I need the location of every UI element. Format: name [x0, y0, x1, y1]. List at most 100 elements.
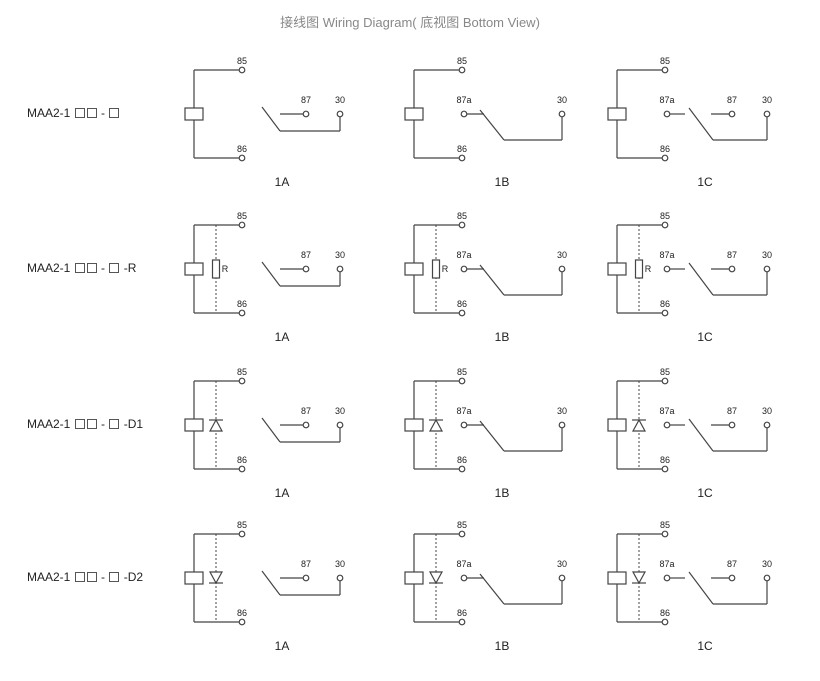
terminal-86: [661, 465, 669, 473]
terminal-87a-label: 87a: [659, 406, 674, 416]
code-placeholder-box: [86, 572, 97, 582]
code-placeholder-box: [74, 419, 85, 429]
code-placeholder-box: [109, 419, 120, 429]
terminal-87a: [663, 574, 671, 582]
model-prefix: MAA2-1: [27, 417, 71, 431]
terminal-85: [661, 66, 669, 74]
terminal-87a: [460, 574, 468, 582]
terminal-85: [661, 377, 669, 385]
circuit-caption: 1A: [275, 175, 290, 189]
terminal-30: [763, 421, 771, 429]
terminal-85-label: 85: [457, 211, 467, 221]
terminal-86: [661, 309, 669, 317]
model-separator: -: [97, 106, 109, 120]
resistor-label: R: [645, 264, 652, 274]
terminal-30: [558, 110, 566, 118]
circuit-caption: 1B: [495, 330, 510, 344]
coil-symbol: [607, 418, 627, 432]
terminal-85: [238, 377, 246, 385]
terminal-30: [558, 421, 566, 429]
model-separator: -: [97, 417, 109, 431]
code-placeholder-box: [74, 572, 85, 582]
model-suffix: -D1: [120, 417, 144, 431]
circuit-caption: 1C: [697, 330, 713, 344]
terminal-87: [302, 265, 310, 273]
coil-symbol: [607, 262, 627, 276]
coil-symbol: [607, 571, 627, 585]
code-placeholder-box: [109, 572, 120, 582]
terminal-87: [728, 265, 736, 273]
terminal-30-label: 30: [762, 406, 772, 416]
terminal-87a-label: 87a: [659, 559, 674, 569]
model-label: MAA2-1 - -D2: [27, 570, 143, 584]
circuit-caption: 1B: [495, 486, 510, 500]
code-placeholder-box: [74, 108, 85, 118]
terminal-30-label: 30: [557, 250, 567, 260]
switch-arm: [688, 262, 714, 296]
terminal-87a: [460, 265, 468, 273]
terminal-85-label: 85: [237, 56, 247, 66]
switch-arm: [479, 109, 505, 141]
coil-symbol: [607, 107, 627, 121]
switch-arm: [688, 571, 714, 605]
terminal-85: [458, 530, 466, 538]
terminal-30-label: 30: [557, 406, 567, 416]
terminal-30: [336, 421, 344, 429]
model-suffix: -R: [120, 261, 137, 275]
terminal-87a-label: 87a: [456, 559, 471, 569]
terminal-87-label: 87: [727, 95, 737, 105]
diode-symbol: [208, 571, 224, 585]
terminal-30-label: 30: [335, 95, 345, 105]
model-label: MAA2-1 - -R: [27, 261, 136, 275]
terminal-85-label: 85: [660, 520, 670, 530]
circuit-caption: 1A: [275, 330, 290, 344]
terminal-87a-label: 87a: [456, 250, 471, 260]
terminal-30-label: 30: [335, 250, 345, 260]
terminal-85: [661, 221, 669, 229]
terminal-86-label: 86: [660, 144, 670, 154]
coil-symbol: [404, 107, 424, 121]
terminal-86: [458, 309, 466, 317]
model-separator: -: [97, 261, 109, 275]
terminal-86-label: 86: [660, 455, 670, 465]
terminal-87a: [663, 265, 671, 273]
coil-symbol: [184, 571, 204, 585]
terminal-86-label: 86: [660, 299, 670, 309]
terminal-30-label: 30: [335, 406, 345, 416]
switch-arm: [479, 264, 505, 296]
terminal-86: [458, 465, 466, 473]
terminal-87-label: 87: [301, 95, 311, 105]
coil-symbol: [184, 262, 204, 276]
terminal-87-label: 87: [301, 250, 311, 260]
terminal-30-label: 30: [762, 250, 772, 260]
terminal-87: [302, 421, 310, 429]
circuit-caption: 1C: [697, 175, 713, 189]
terminal-86: [238, 618, 246, 626]
terminal-87a-label: 87a: [456, 95, 471, 105]
terminal-30-label: 30: [557, 559, 567, 569]
terminal-30: [763, 265, 771, 273]
coil-symbol: [404, 418, 424, 432]
circuit-caption: 1A: [275, 486, 290, 500]
terminal-85-label: 85: [660, 56, 670, 66]
diode-symbol: [631, 571, 647, 585]
model-prefix: MAA2-1: [27, 261, 71, 275]
terminal-87a: [460, 110, 468, 118]
circuit-caption: 1C: [697, 486, 713, 500]
terminal-87a: [663, 110, 671, 118]
terminal-86-label: 86: [237, 455, 247, 465]
terminal-30: [763, 110, 771, 118]
terminal-87a-label: 87a: [456, 406, 471, 416]
terminal-85: [238, 530, 246, 538]
terminal-87a: [663, 421, 671, 429]
switch-arm: [261, 570, 281, 596]
